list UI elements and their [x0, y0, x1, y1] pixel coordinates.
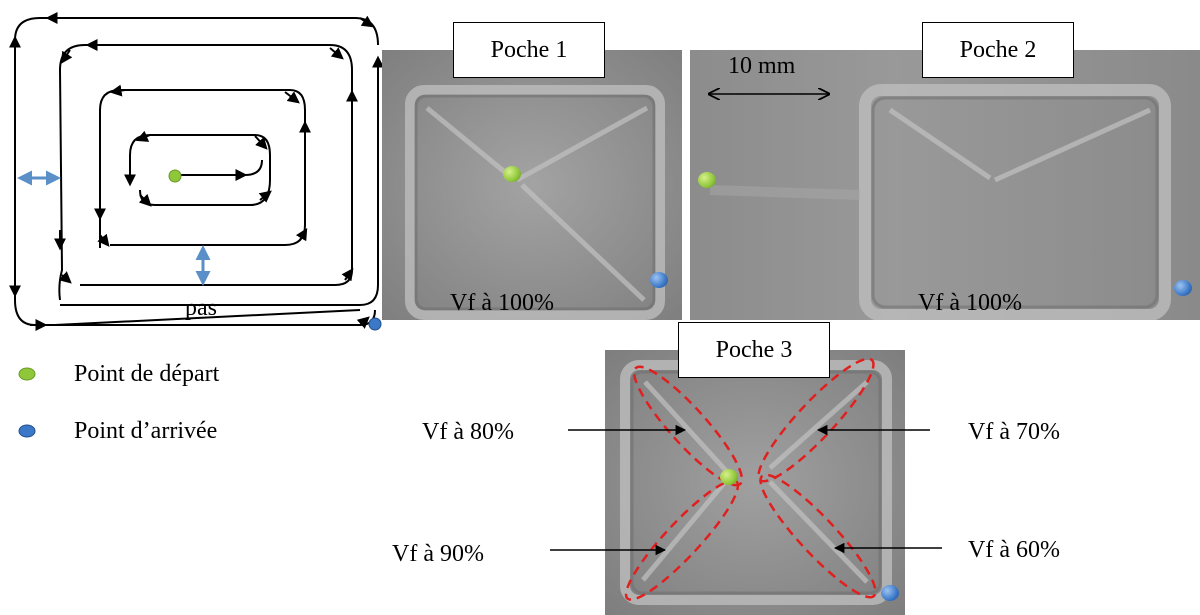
start-point-marker	[168, 169, 182, 183]
start-dot-icon	[18, 367, 36, 381]
end-point-marker	[368, 317, 382, 331]
pocket-1-caption: Vf à 100%	[450, 290, 554, 316]
pocket-1-start-point	[503, 166, 521, 182]
zone-60-outline	[759, 473, 877, 599]
pocket-3-end-point	[881, 585, 899, 601]
zone-80-outline	[632, 365, 744, 487]
pocket-2-caption: Vf à 100%	[918, 290, 1022, 316]
legend-end-label: Point d’arrivée	[74, 418, 218, 444]
end-dot-icon	[18, 424, 36, 438]
scale-bar-arrow	[705, 82, 835, 106]
spiral-toolpath-diagram	[9, 12, 384, 331]
legend-end: Point d’arrivée	[18, 419, 217, 443]
pocket-3-photo	[605, 350, 905, 615]
pocket-2-title: Poche 2	[922, 22, 1074, 78]
annotation-vf-70: Vf à 70%	[968, 419, 1060, 445]
scale-bar-label: 10 mm	[728, 53, 796, 79]
pocket-2-photo: Vf à 100% 10 mm	[690, 50, 1200, 320]
pocket-2-start-point	[698, 172, 716, 188]
pitch-label: pas	[185, 295, 217, 321]
zone-90-outline	[624, 479, 740, 601]
pocket-3-title: Poche 3	[678, 322, 830, 378]
legend-start-label: Point de départ	[74, 361, 220, 387]
pocket-3-start-point	[720, 469, 738, 485]
annotation-vf-80: Vf à 80%	[422, 419, 514, 445]
annotation-vf-60: Vf à 60%	[968, 537, 1060, 563]
pocket-1-photo: Vf à 100%	[382, 50, 682, 320]
pocket-2-end-point	[1174, 280, 1192, 296]
annotation-vf-90: Vf à 90%	[392, 541, 484, 567]
pocket-1-title: Poche 1	[453, 22, 605, 78]
pocket-1-end-point	[650, 272, 668, 288]
legend-start: Point de départ	[18, 362, 219, 386]
